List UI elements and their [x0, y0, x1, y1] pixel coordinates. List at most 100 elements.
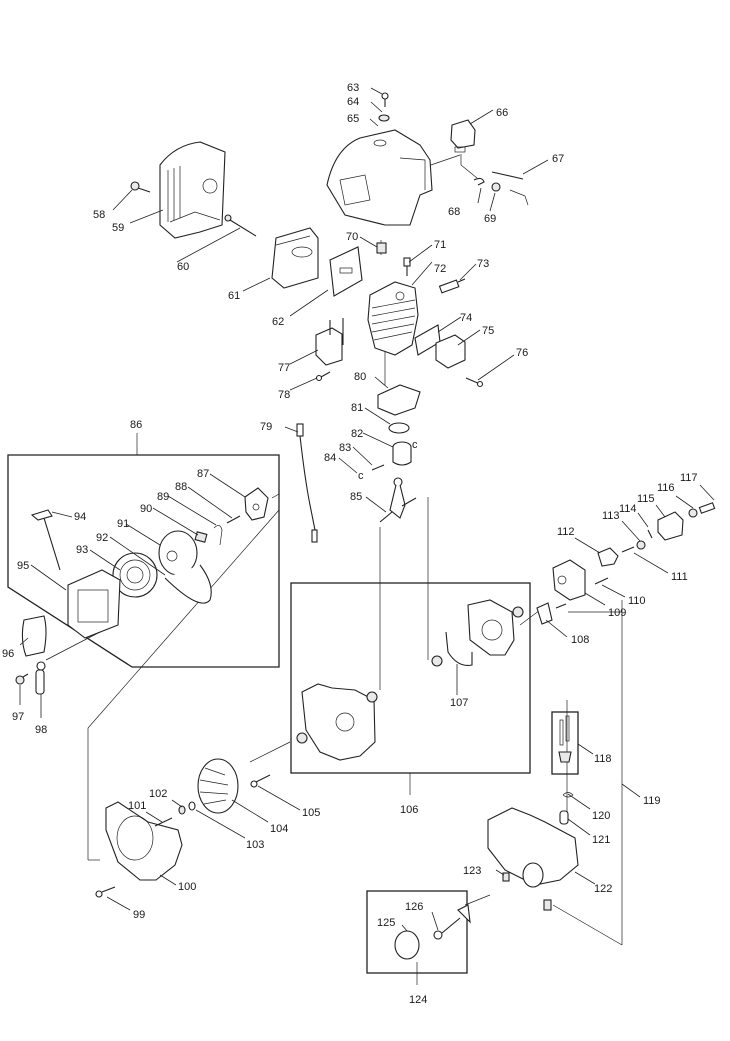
- circlip-mark: c: [412, 439, 418, 451]
- callout-98: 98: [35, 724, 47, 736]
- grommet-123-part: [502, 872, 510, 882]
- callout-68: 68: [448, 206, 460, 218]
- callout-59: 59: [112, 222, 124, 234]
- callout-108: 108: [571, 634, 589, 646]
- callout-94: 94: [74, 511, 86, 523]
- callout-81: 81: [351, 402, 363, 414]
- assembly-lines: [87, 154, 623, 985]
- ignition-coil-part: [315, 318, 344, 366]
- fuel-tank-part: [487, 807, 579, 888]
- stud-101-part: [154, 817, 173, 827]
- oil-seal-right-part: [512, 606, 524, 618]
- cylinder-cover-part: [326, 129, 433, 226]
- callout-97: 97: [12, 711, 24, 723]
- nut-70-part: [376, 242, 387, 254]
- callout-103: 103: [246, 839, 264, 851]
- fan-housing-part: [105, 801, 183, 881]
- callout-64: 64: [347, 96, 359, 108]
- callout-114: 114: [619, 503, 637, 515]
- nut-102-part: [178, 805, 186, 815]
- callout-122: 122: [594, 883, 612, 895]
- callout-102: 102: [149, 788, 167, 800]
- callout-124: 124: [409, 994, 427, 1006]
- callout-126: 126: [405, 901, 423, 913]
- callout-106: 106: [400, 804, 418, 816]
- callout-79: 79: [260, 421, 272, 433]
- ratchet-90-part: [194, 531, 208, 543]
- callout-61: 61: [228, 290, 240, 302]
- bolt-117-part: [698, 502, 716, 514]
- grommet-69-part: [491, 182, 501, 192]
- spark-plug-part: [438, 278, 466, 294]
- bolt-76-part: [465, 377, 484, 388]
- fuel-filter-121-part: [559, 810, 569, 825]
- washer-64-part: [378, 114, 390, 122]
- fuel-pipe-group-box: [551, 711, 579, 775]
- callout-75: 75: [482, 325, 494, 337]
- starter-rope-92-part: [164, 564, 212, 604]
- screw-110-part: [594, 577, 609, 585]
- piston-ring-part: [388, 422, 410, 434]
- cap-holder-126-part: [433, 904, 471, 940]
- leader-lines: [19, 87, 715, 932]
- oil-seal-outer-part: [296, 732, 308, 744]
- starter-case-95-part: [67, 569, 121, 639]
- crankcase-group-box: [290, 582, 531, 774]
- cylinder-gasket-part: [377, 384, 421, 416]
- muffler-cover-part: [159, 141, 226, 239]
- cylinder-part: [367, 281, 419, 356]
- callout-67: 67: [552, 153, 564, 165]
- crankcase-gasket-107-part: [445, 631, 473, 667]
- callout-63: 63: [347, 82, 359, 94]
- callout-115: 115: [637, 493, 655, 505]
- piston-part: [392, 441, 412, 466]
- wrench-part: [509, 189, 529, 206]
- callout-69: 69: [484, 213, 496, 225]
- callout-92: 92: [96, 532, 108, 544]
- insulator-part: [435, 334, 466, 369]
- callout-95: 95: [17, 560, 29, 572]
- callout-117: 117: [680, 472, 698, 484]
- callout-110: 110: [628, 595, 646, 607]
- callout-90: 90: [140, 503, 152, 515]
- fuel-pipe-set-part: [558, 715, 572, 763]
- callout-120: 120: [592, 810, 610, 822]
- washer-113-part: [636, 540, 646, 550]
- oil-seal-left-part: [366, 691, 378, 703]
- callout-99: 99: [133, 909, 145, 921]
- grommet-lower-part: [543, 899, 552, 911]
- band-98-part: [35, 661, 46, 695]
- clip-120-part: [562, 792, 574, 798]
- muffler-part: [271, 227, 319, 289]
- callout-96: 96: [2, 648, 14, 660]
- terminal-68-part: [473, 177, 485, 186]
- callout-125: 125: [377, 917, 395, 929]
- callout-84: 84: [324, 452, 336, 464]
- high-tension-cord-part: [296, 423, 318, 543]
- spring-89-part: [213, 525, 223, 546]
- callout-104: 104: [270, 823, 288, 835]
- plate-112-part: [597, 547, 619, 567]
- callout-66: 66: [496, 107, 508, 119]
- oil-seal-inner-part: [431, 655, 443, 667]
- callout-77: 77: [278, 362, 290, 374]
- screw-99-part: [95, 886, 116, 898]
- callout-58: 58: [93, 209, 105, 221]
- stud-108b-part: [555, 603, 567, 609]
- callout-80: 80: [354, 371, 366, 383]
- callout-89: 89: [157, 491, 169, 503]
- callout-101: 101: [128, 800, 146, 812]
- callout-71: 71: [434, 239, 446, 251]
- clutch-shoe-115-part: [657, 511, 684, 541]
- screw-105-part: [250, 774, 271, 788]
- callout-62: 62: [272, 316, 284, 328]
- screw-88-part: [226, 515, 241, 524]
- ratchet-plate-87-part: [244, 487, 269, 521]
- callout-70: 70: [346, 231, 358, 243]
- washer-103-part: [188, 801, 196, 811]
- callout-119: 119: [643, 795, 661, 807]
- flywheel-part: [197, 758, 239, 814]
- callout-88: 88: [175, 481, 187, 493]
- callout-60: 60: [177, 261, 189, 273]
